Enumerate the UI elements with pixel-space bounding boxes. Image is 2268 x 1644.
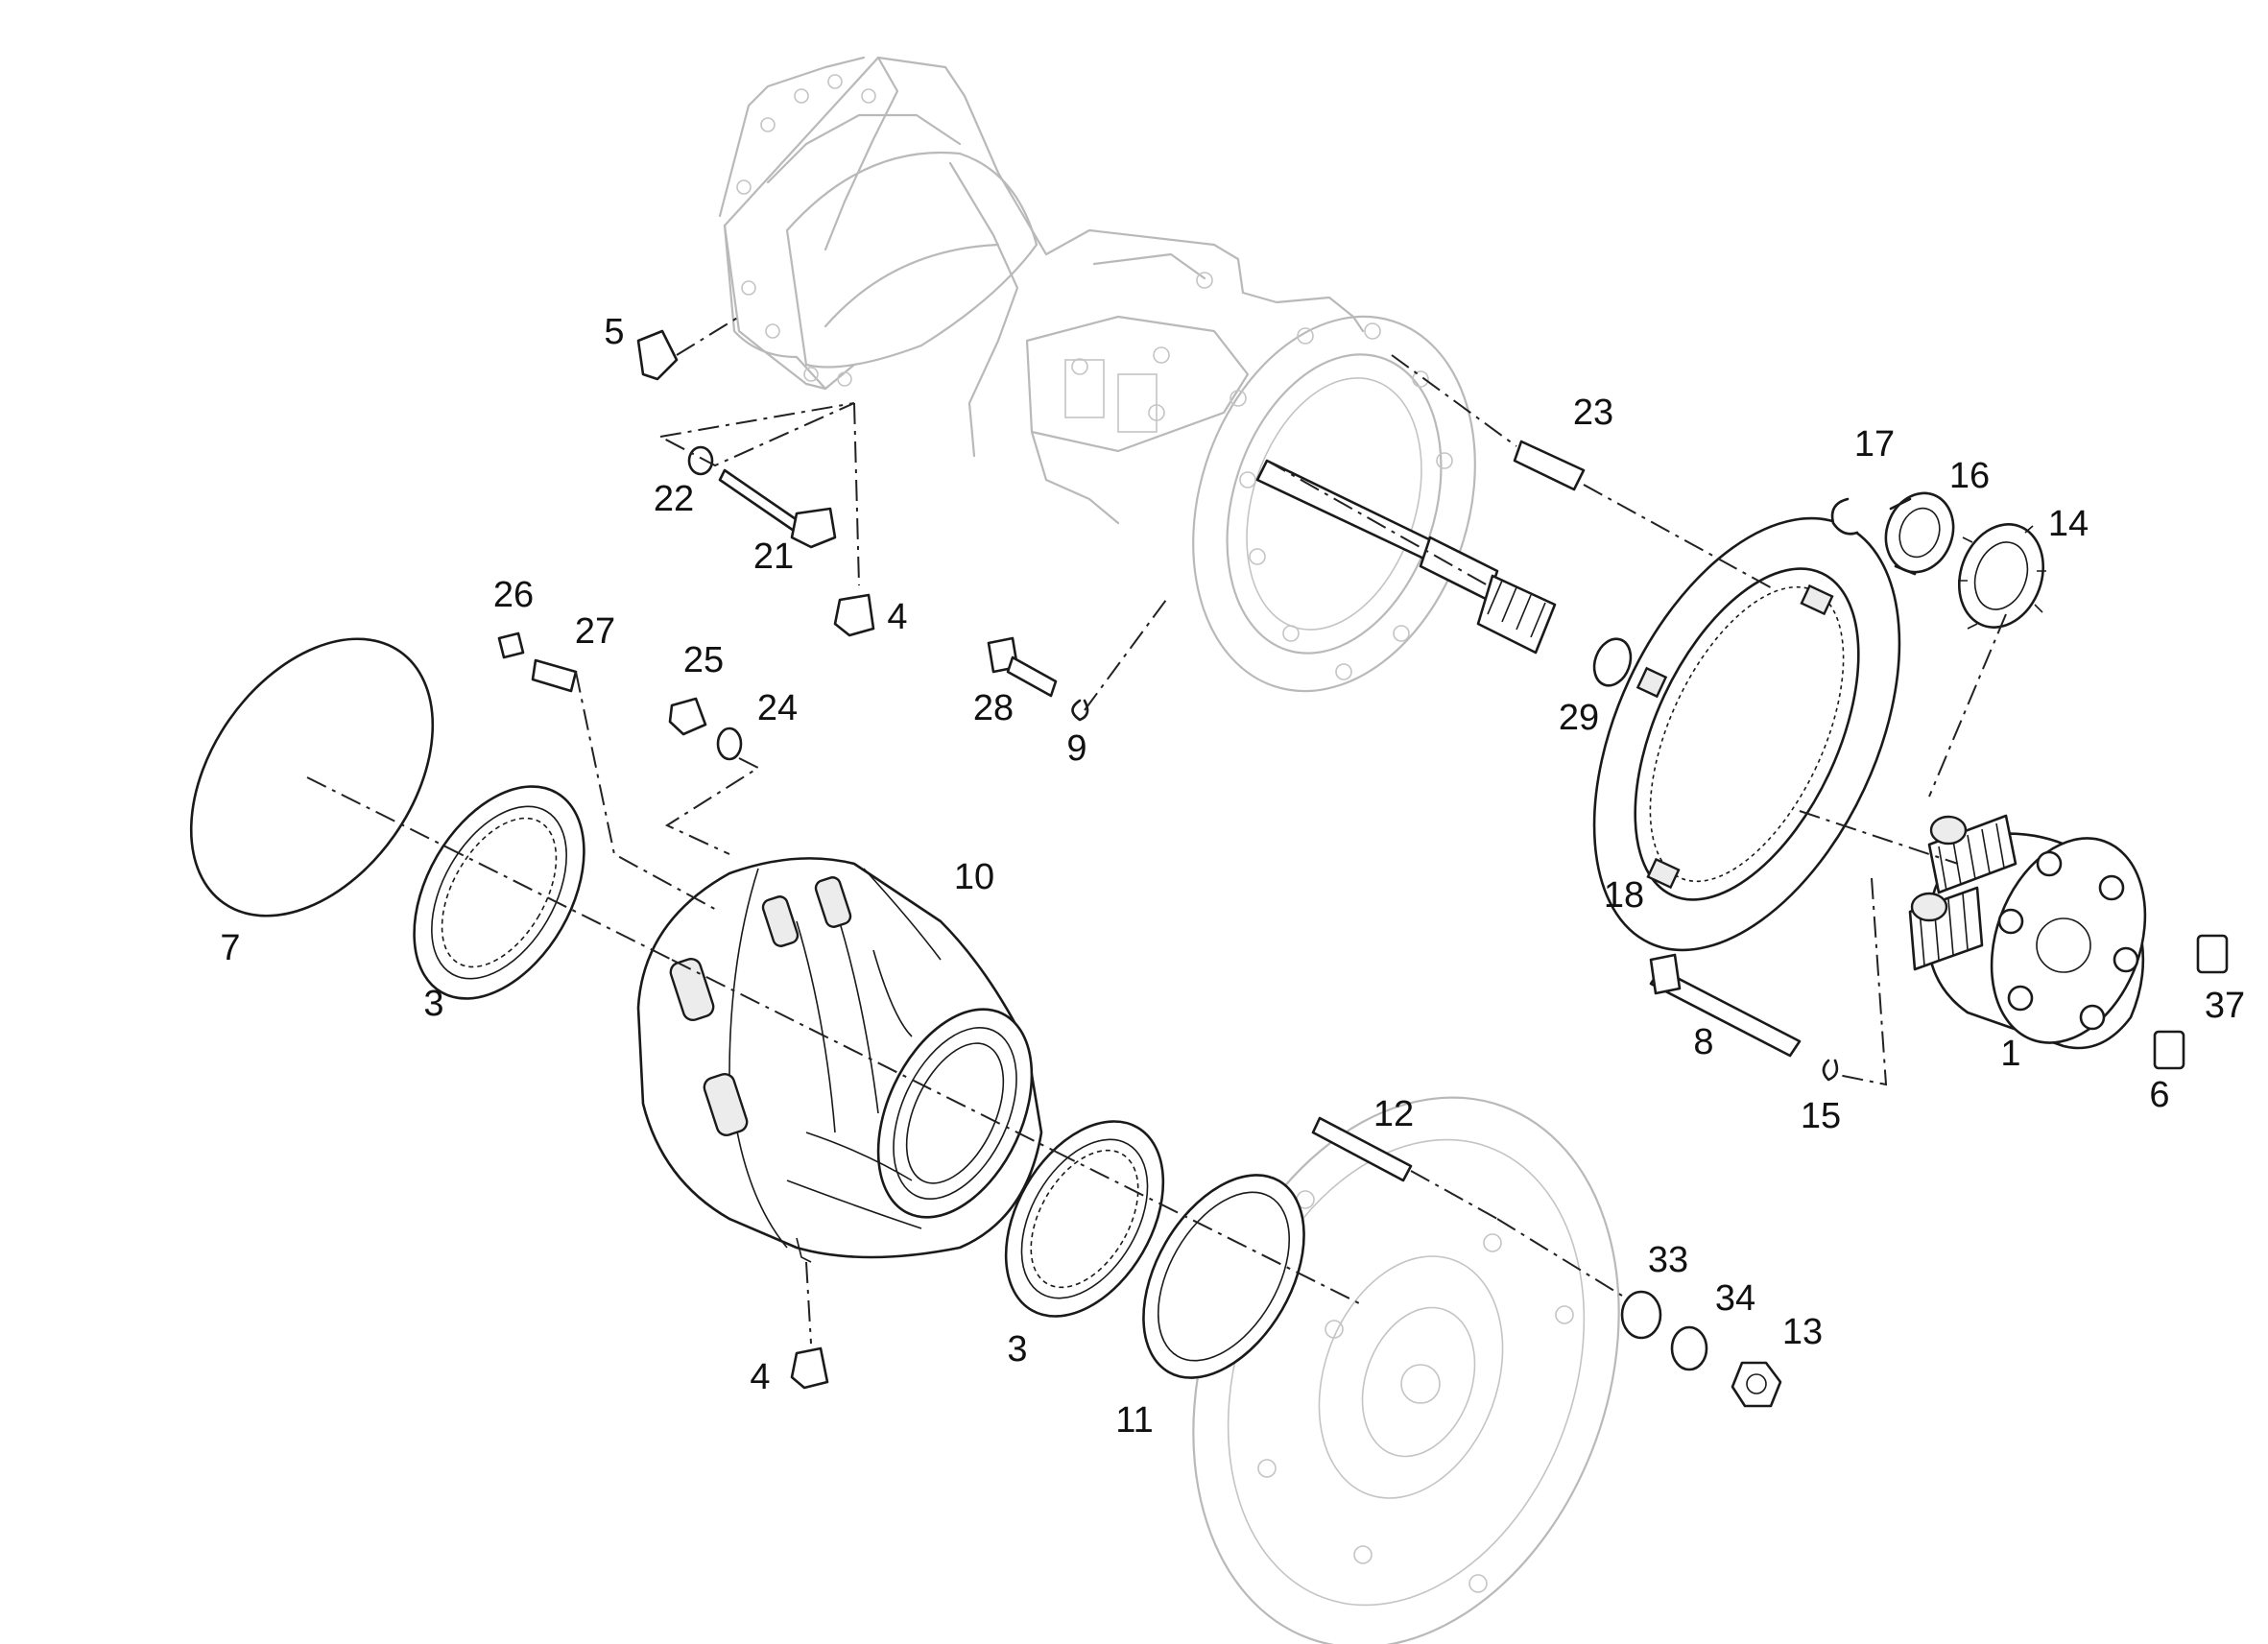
- callout-22: 22: [654, 479, 694, 519]
- callout-13: 13: [1782, 1312, 1823, 1352]
- callout-24: 24: [757, 688, 798, 728]
- callout-4-top: 4: [887, 597, 907, 637]
- callout-18: 18: [1604, 875, 1644, 916]
- ring-gear: [1592, 516, 1901, 952]
- callout-29: 29: [1559, 698, 1599, 738]
- planet-carrier: [1908, 814, 2147, 1050]
- fasteners: [497, 329, 2229, 1408]
- callout-1: 1: [2000, 1034, 2020, 1074]
- callout-14: 14: [2048, 504, 2089, 544]
- callout-34: 34: [1715, 1278, 1755, 1319]
- callout-16: 16: [1949, 456, 1990, 496]
- axle-shaft: [1255, 459, 1557, 655]
- callout-3-inner: 3: [423, 984, 443, 1024]
- callout-7: 7: [220, 928, 240, 968]
- callout-25: 25: [683, 640, 724, 680]
- callout-6: 6: [2149, 1075, 2169, 1115]
- axle-housing: [718, 56, 1476, 693]
- callout-26: 26: [493, 575, 534, 615]
- leader-lines: [306, 316, 2007, 1345]
- hub-seal: [1142, 1174, 1305, 1379]
- wheel-hub: [636, 857, 1043, 1263]
- callout-15: 15: [1801, 1096, 1841, 1136]
- callout-10: 10: [954, 857, 994, 897]
- callout-12: 12: [1373, 1094, 1414, 1134]
- callout-27: 27: [575, 611, 615, 652]
- callout-8: 8: [1693, 1022, 1713, 1062]
- outer-bearing: [1004, 1120, 1165, 1318]
- callout-37: 37: [2205, 986, 2245, 1026]
- callout-28: 28: [973, 688, 1014, 728]
- planet-gear: [1957, 523, 2046, 630]
- callout-5: 5: [604, 312, 624, 352]
- circlip: [1830, 497, 1859, 536]
- inner-bearing: [413, 785, 585, 1000]
- callout-3-outer: 3: [1007, 1329, 1027, 1370]
- callout-17: 17: [1854, 424, 1895, 465]
- o-ring: [189, 637, 435, 917]
- planet-bearing: [1884, 491, 1955, 576]
- callout-11: 11: [1115, 1400, 1153, 1441]
- callout-33: 33: [1648, 1240, 1688, 1280]
- callout-9: 9: [1066, 728, 1086, 769]
- callout-labels: 1 3 3 4 4 5 6 7 8 9 10 11 12 13 14 15 16…: [220, 312, 2245, 1441]
- callout-4-bottom: 4: [750, 1357, 770, 1397]
- callout-23: 23: [1573, 393, 1613, 433]
- callout-21: 21: [753, 536, 794, 577]
